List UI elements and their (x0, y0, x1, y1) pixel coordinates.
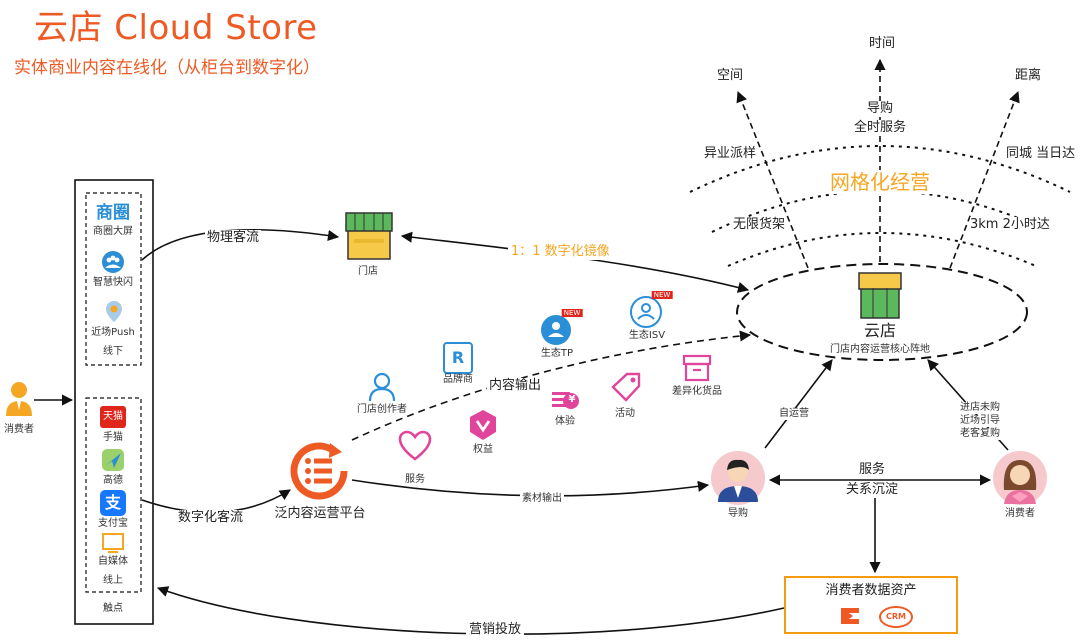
service-label: 服务 (858, 462, 886, 478)
media-screen-icon (102, 533, 124, 553)
dimension-time: 时间 (868, 36, 896, 51)
page-title: 云店 Cloud Store (34, 8, 318, 48)
self-operation-label: 自运营 (777, 408, 811, 420)
mirror-label: 1：1 数字化镜像 (508, 244, 613, 260)
brand-icon: R (443, 342, 473, 374)
data-assets-label: 消费者数据资产 (825, 583, 917, 598)
eco-isv-label: 生态ISV (628, 330, 666, 341)
cloud-store-label: 云店 (863, 321, 897, 340)
touchpoint-frame (74, 179, 154, 625)
marketing-arrow (156, 586, 785, 635)
consumer-flow-label-1: 进店未购 (960, 402, 1000, 414)
amap-icon (102, 449, 124, 471)
rights-label: 权益 (473, 444, 493, 455)
digital-flow-label: 数字化客流 (176, 510, 246, 526)
online-item-tmall: 手猫 (103, 432, 123, 443)
touchpoint-label: 触点 (103, 603, 123, 614)
offline-frame (85, 192, 142, 366)
page-subtitle: 实体商业内容在线化（从柜台到数字化） (14, 58, 320, 78)
guide-avatar (711, 451, 765, 505)
digital-flow-arrow (141, 489, 291, 514)
grid-label-3km: 3km 2小时达 (970, 217, 1050, 233)
online-item-media: 自媒体 (98, 556, 128, 567)
consumer-right-avatar (993, 451, 1047, 505)
creator-label: 门店创作者 (357, 404, 407, 415)
shangquan-logo: 商圈 (96, 203, 130, 223)
eco-tp-icon (541, 315, 571, 345)
experience-label: 体验 (555, 416, 575, 427)
diff-goods-label: 差异化货品 (672, 386, 722, 397)
cloud-store-ellipse (736, 263, 1028, 361)
grid-label-cross-sample: 异业派样 (704, 146, 757, 162)
cloud-store-desc: 门店内容运营核心阵地 (830, 344, 930, 355)
relation-label: 关系沉淀 (845, 482, 899, 498)
offline-item-push: 近场Push (91, 327, 135, 338)
activity-label: 活动 (615, 408, 635, 419)
alipay-icon: 支 (100, 490, 126, 516)
platform-label: 泛内容运营平台 (274, 506, 366, 521)
data-assets-box (784, 576, 958, 634)
service-eco-label: 服务 (405, 474, 425, 485)
nearby-push-icon (106, 301, 122, 322)
eco-isv-icon (630, 296, 662, 328)
dimension-distance: 距离 (1014, 68, 1042, 83)
online-frame (85, 397, 142, 593)
space-arrow (736, 90, 809, 269)
rights-icon (470, 410, 496, 440)
smart-flash-icon (102, 251, 124, 273)
store-icon (345, 212, 393, 260)
diff-goods-box-icon (682, 354, 712, 382)
offline-item-big-screen: 商圈大屏 (93, 226, 133, 237)
content-output-label: 内容输出 (487, 378, 544, 394)
consumer-flow-label-3: 老客复购 (960, 428, 1000, 440)
isv-new-badge: NEW (651, 291, 673, 300)
experience-icon (552, 392, 579, 409)
activity-tag-icon (611, 372, 641, 402)
online-label: 线上 (103, 575, 123, 586)
self-operation-arrow (764, 359, 833, 449)
grid-arc-middle (711, 190, 1051, 233)
tp-new-badge: NEW (561, 309, 583, 318)
store-label: 门店 (358, 266, 378, 277)
offline-label: 线下 (103, 346, 123, 357)
grid-label-unlimited-shelf: 无限货架 (733, 217, 786, 233)
offline-item-flash: 智慧快闪 (93, 277, 133, 288)
grid-label-same-day: 同城 当日达 (1006, 146, 1076, 162)
consumer-flow-label-2: 近场引导 (960, 415, 1000, 427)
dimension-space: 空间 (716, 68, 744, 83)
consumer-left-icon (6, 382, 32, 416)
data-asset-icon (841, 608, 859, 624)
tmall-logo: 天猫 (100, 406, 126, 428)
grid-title: 网格化经营 (826, 170, 934, 194)
grid-label-full-time: 全时服务 (853, 120, 907, 136)
online-item-alipay: 支付宝 (98, 518, 128, 529)
brand-label: 品牌商 (443, 374, 473, 385)
marketing-label: 营销投放 (466, 622, 525, 638)
crm-logo: CRM (879, 606, 913, 628)
grid-label-guide: 导购 (866, 101, 894, 117)
platform-icon (290, 442, 348, 500)
consumer-left-label: 消费者 (4, 424, 34, 435)
physical-flow-label: 物理客流 (205, 230, 262, 246)
creator-icon (368, 372, 396, 402)
yen-glyph: ¥ (568, 394, 576, 405)
content-output-arrow (351, 330, 752, 441)
eco-tp-label: 生态TP (540, 348, 574, 359)
guide-label: 导购 (728, 508, 748, 519)
grid-arc-inner (727, 232, 1037, 267)
consumer-right-label: 消费者 (1005, 508, 1035, 519)
material-output-label: 素材输出 (520, 493, 564, 505)
service-heart-icon (398, 430, 432, 461)
cloud-store-icon (858, 272, 902, 319)
online-item-amap: 高德 (103, 475, 123, 486)
grid-arc-outer (689, 145, 1071, 193)
distance-arrow (949, 90, 1020, 269)
